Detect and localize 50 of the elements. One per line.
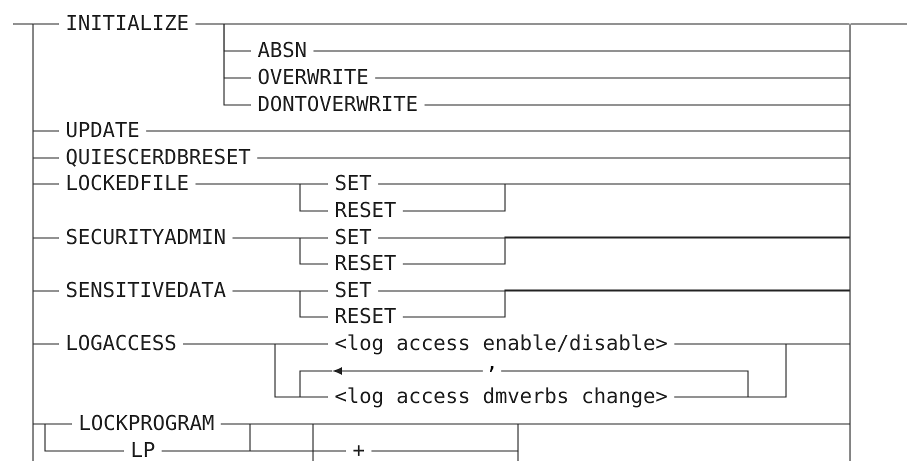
keyword: SENSITIVEDATA [66,282,226,298]
track-line [34,157,59,159]
edge-label: , [482,363,502,375]
track-line [378,237,850,239]
keyword: UPDATE [67,122,138,138]
keyword: LOCKPROGRAM [80,414,214,430]
track-line [378,290,850,292]
track-line [146,130,850,132]
track-line [182,343,333,398]
track-line [196,23,850,25]
track-line [13,23,34,25]
keyword: QUIESCERDBRESET [66,148,250,167]
keyword: RESET [336,308,396,324]
track-line [196,183,328,212]
track-line [34,130,59,132]
keyword: LP [132,442,154,457]
keyword: ABSN [258,42,306,58]
track-line [34,423,124,452]
track-line [34,237,59,239]
track-line [257,157,850,159]
keyword: DONTOVERWRITE [258,96,417,112]
track-line [34,290,59,292]
track-line [34,23,59,25]
keyword: RESET [336,254,396,270]
track-line [34,183,59,185]
track-line [402,236,850,265]
track-line [402,289,850,318]
track-line [674,343,850,398]
track-line [375,77,850,79]
keyword: <log access dmverbs change> [335,387,667,408]
track-line [313,50,850,52]
keyword: + [353,445,364,456]
keyword: SECURITYADMIN [66,228,225,244]
keyword: SET [336,282,372,298]
track-line [232,290,328,318]
track-line [34,343,59,345]
track-line [334,367,749,398]
keyword: <log access enable/disable> [335,334,667,354]
keyword: RESET [336,202,396,218]
keyword: SET [336,228,372,244]
keyword: SET [336,174,372,190]
track-line [424,104,850,106]
track-line [850,23,907,25]
keyword: LOGACCESS [68,334,176,350]
track-line [402,183,850,212]
track-line [232,237,328,265]
keyword: OVERWRITE [258,68,368,84]
keyword: INITIALIZE [68,15,188,30]
keyword: LOCKEDFILE [68,174,188,190]
track-line [371,423,850,452]
